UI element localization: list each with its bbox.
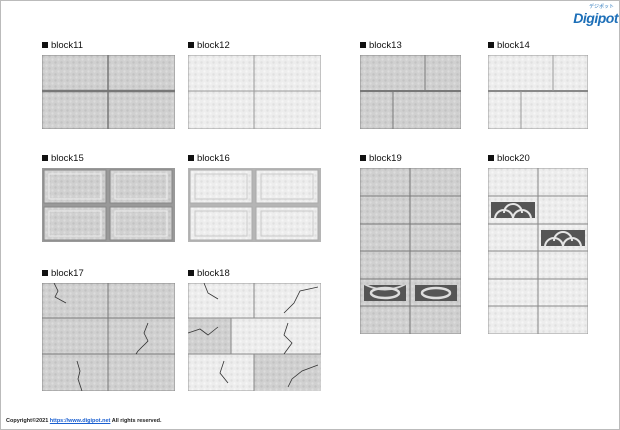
- block13-label: block13: [360, 40, 402, 51]
- block14-label: block14: [488, 40, 530, 51]
- block12-pattern: [188, 55, 321, 129]
- block11-label: block11: [42, 40, 83, 51]
- block20-pattern: [488, 168, 588, 334]
- logo-wordmark: Digipot: [573, 10, 618, 26]
- block18-label: block18: [188, 268, 230, 279]
- logo-kana: デジポット: [588, 4, 614, 10]
- block11-pattern: [42, 55, 175, 129]
- block12-label: block12: [188, 40, 230, 51]
- block14-pattern: [488, 55, 588, 129]
- block19-label: block19: [360, 153, 402, 164]
- copyright-footer: Copyright©2021 https://www.digipot.net A…: [6, 418, 162, 424]
- block15-label: block15: [42, 153, 84, 164]
- block16-label: block16: [188, 153, 230, 164]
- block13-pattern: [360, 55, 461, 129]
- block18-pattern: [188, 283, 321, 391]
- block15-pattern: [42, 168, 175, 242]
- footer-prefix: Copyright©2021: [6, 418, 50, 424]
- block16-pattern: [188, 168, 321, 242]
- block17-pattern: [42, 283, 175, 391]
- block19-pattern: [360, 168, 461, 334]
- digipot-logo: デジポット Digipot: [564, 4, 618, 26]
- footer-suffix: All rights reserved.: [110, 418, 162, 424]
- block20-label: block20: [488, 153, 530, 164]
- block17-label: block17: [42, 268, 84, 279]
- digipot-link[interactable]: https://www.digipot.net: [49, 418, 111, 424]
